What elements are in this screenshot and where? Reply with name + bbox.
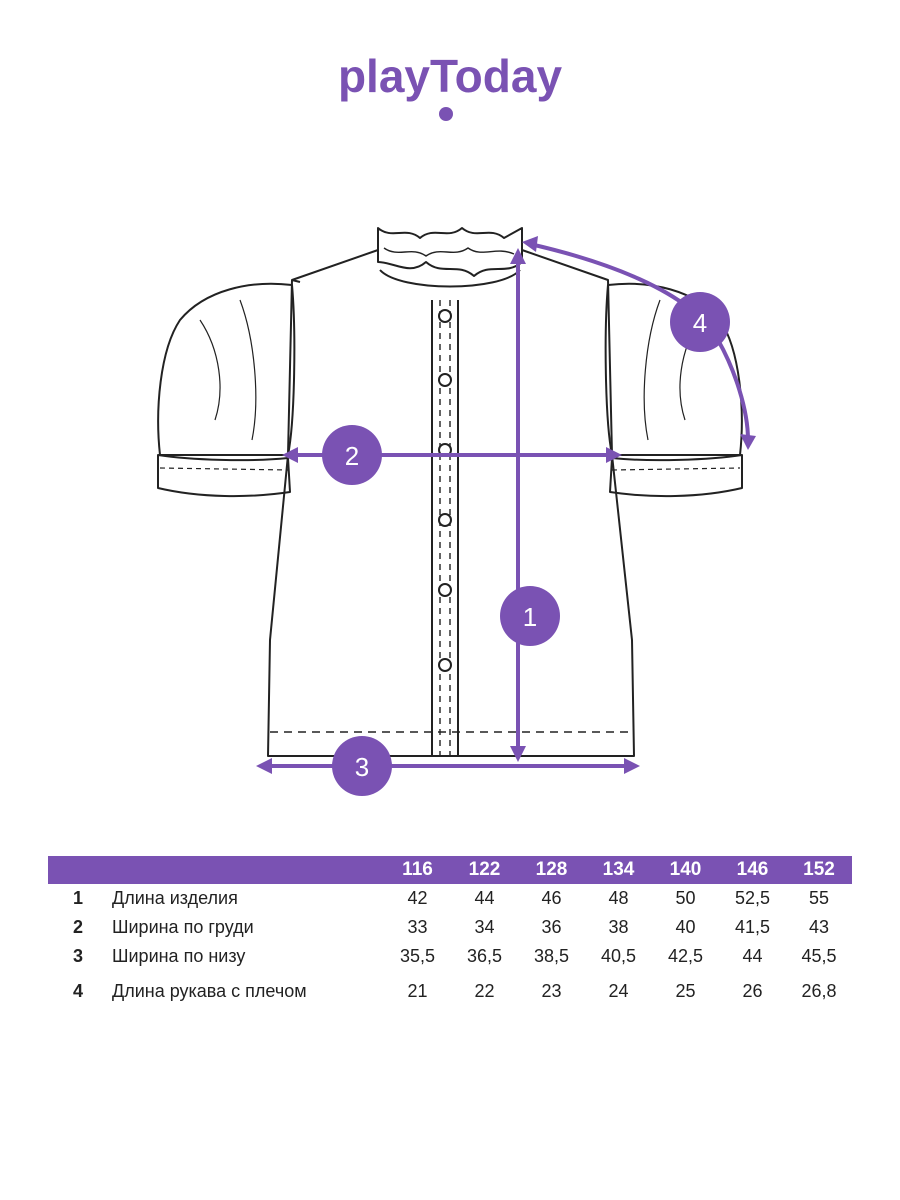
left-cuff: [157, 454, 291, 498]
table-cell: 44: [474, 888, 495, 908]
table-cell: 26: [742, 980, 763, 1001]
arrow-head: [522, 236, 538, 252]
table-cell: 44: [742, 946, 763, 966]
arrow-head: [510, 248, 526, 264]
blouse-body: [267, 249, 635, 757]
table-row: 1 Длина изделия 42 44 46 48 50 52,5 55: [48, 884, 852, 913]
table-cell: 42: [407, 888, 428, 908]
row-label: Длина рукава с плечом: [112, 980, 307, 1001]
row-number: 3: [72, 946, 83, 966]
size-table: 116 122 128 134 140 146 152 1 Длина изде…: [48, 856, 852, 1011]
row-number: 1: [72, 888, 83, 908]
arrow-head: [510, 746, 526, 762]
size-header-row: 116 122 128 134 140 146 152: [48, 856, 852, 884]
row-label: Ширина по груди: [112, 917, 254, 937]
button: [438, 373, 452, 387]
badge-2: 2: [322, 425, 382, 485]
table-cell: 38,5: [533, 946, 570, 966]
arrow-head: [282, 447, 298, 463]
table-cell: 41,5: [734, 917, 771, 937]
badge-3: 3: [332, 736, 392, 796]
brand-logo-dot: [439, 107, 453, 121]
table-cell: 55: [808, 888, 830, 908]
header-blank: [48, 856, 108, 884]
table-cell: 22: [474, 980, 495, 1001]
table-cell: 25: [675, 980, 696, 1001]
table-row: 4 Длина рукава с плечом 21 22 23 24 25 2…: [48, 971, 852, 1011]
table-cell: 52,5: [734, 888, 771, 908]
row-label: Ширина по низу: [112, 946, 246, 966]
table-cell: 34: [474, 917, 495, 937]
arrow-head: [606, 447, 622, 463]
brand-logo-mark: playToday: [338, 50, 563, 121]
size-header: 128: [535, 859, 568, 880]
row-number: 2: [72, 917, 83, 937]
blouse-outline: [157, 227, 743, 757]
table-cell: 43: [808, 917, 830, 937]
row-label: Длина изделия: [112, 888, 238, 908]
table-cell: 23: [541, 980, 562, 1001]
table-cell: 36,5: [466, 946, 503, 966]
badge-4-label: 4: [693, 308, 707, 338]
ruffle-collar: [377, 227, 523, 277]
brand-logo: playToday: [0, 48, 900, 128]
left-sleeve: [157, 282, 296, 456]
table-cell: 26,8: [801, 980, 837, 1001]
badge-1-label: 1: [523, 602, 537, 632]
table-cell: 45,5: [801, 946, 837, 966]
arrow-head: [624, 758, 640, 774]
button-placket: [431, 300, 459, 756]
size-header: 146: [736, 859, 769, 880]
badge-4: 4: [670, 292, 730, 352]
button: [438, 583, 452, 597]
table-row: 3 Ширина по низу 35,5 36,5 38,5 40,5 42,…: [48, 942, 852, 971]
buttons: [438, 309, 452, 672]
size-header: 116: [402, 859, 433, 880]
right-cuff: [609, 454, 743, 498]
arrow-head: [256, 758, 272, 774]
table-cell: 50: [675, 888, 696, 908]
size-header: 122: [468, 859, 501, 880]
size-header: 140: [669, 859, 702, 880]
table-cell: 46: [541, 888, 562, 908]
table-cell: 36: [541, 917, 562, 937]
brand-logo-text: playToday: [338, 50, 563, 102]
table-cell: 48: [608, 888, 629, 908]
size-header: 134: [602, 859, 635, 880]
table-cell: 40,5: [600, 946, 637, 966]
table-cell: 42,5: [667, 946, 704, 966]
table-cell: 24: [608, 980, 629, 1001]
table-cell: 40: [675, 917, 696, 937]
table-cell: 35,5: [399, 946, 436, 966]
badge-1: 1: [500, 586, 560, 646]
row-number: 4: [72, 980, 83, 1001]
size-header: 152: [803, 859, 835, 880]
table-cell: 38: [608, 917, 629, 937]
table-row: 2 Ширина по груди 33 34 36 38 40 41,5 43: [48, 913, 852, 942]
badge-2-label: 2: [345, 441, 359, 471]
garment-drawing: 1 2 3 4: [157, 227, 756, 796]
button: [438, 513, 452, 527]
table-cell: 33: [407, 917, 428, 937]
header-blank: [108, 856, 384, 884]
table-cell: 21: [407, 980, 428, 1001]
arrow-head: [740, 434, 756, 450]
button: [438, 309, 452, 323]
badge-3-label: 3: [355, 752, 369, 782]
button: [438, 658, 452, 672]
